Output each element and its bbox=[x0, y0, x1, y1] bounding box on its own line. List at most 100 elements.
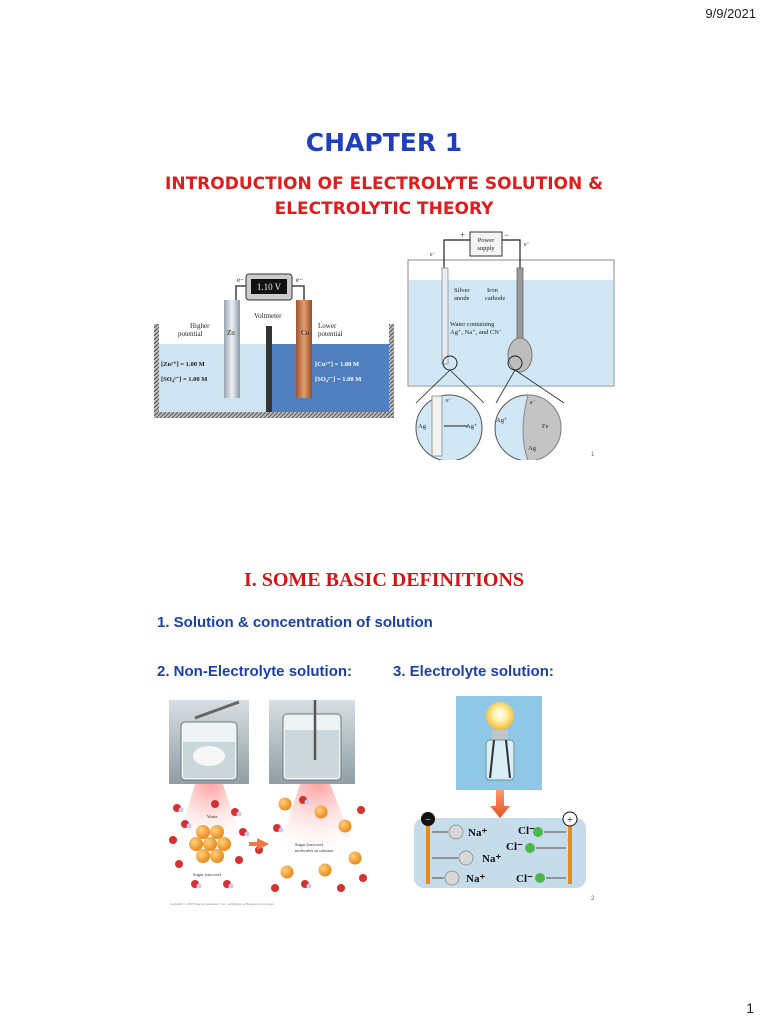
lower-potential-line-1: Lower bbox=[318, 322, 337, 330]
lower-potential-line-2: potential bbox=[318, 330, 343, 338]
zn-electrode bbox=[224, 300, 240, 398]
cu-concentration: [Cu²⁺] = 1.00 M bbox=[315, 361, 359, 368]
definition-3: 3. Electrolyte solution: bbox=[393, 663, 554, 680]
na-label-1: Na⁺ bbox=[468, 827, 487, 839]
water-molecules-right bbox=[271, 796, 367, 892]
inset-left-agplus: Ag⁺ bbox=[466, 423, 478, 430]
galvanic-cell-figure: 1.10 V e− e− Voltmeter Higher potential … bbox=[154, 273, 394, 418]
slide-number-2: 2 bbox=[591, 896, 595, 902]
definition-2: 2. Non-Electrolyte solution: bbox=[157, 663, 353, 680]
iron-cathode bbox=[516, 267, 524, 341]
zoom-arrow-icon bbox=[490, 790, 510, 818]
inset-right-ag: Ag bbox=[528, 445, 537, 452]
minus-terminal: − bbox=[504, 230, 509, 240]
inset-left-electron: e⁻ bbox=[446, 398, 452, 404]
water-label-line-2: Ag⁺, Na⁺, and CN⁻ bbox=[450, 329, 503, 336]
cathode-wire bbox=[502, 239, 521, 268]
subtitle-line-1: INTRODUCTION OF ELECTROLYTE SOLUTION & bbox=[165, 174, 603, 194]
na-label-3: Na⁺ bbox=[466, 873, 485, 885]
molecules-label-line-1: Sugar (sucrose) bbox=[295, 842, 324, 847]
electron-left-label: e⁻ bbox=[430, 252, 436, 258]
zoom-line bbox=[449, 369, 485, 404]
page-number: 1 bbox=[746, 1000, 754, 1016]
sugar-label: Sugar (sucrose) bbox=[193, 872, 222, 877]
zoom-line bbox=[495, 369, 516, 404]
voltmeter-reading: 1.10 V bbox=[257, 282, 282, 292]
subtitle-line-2: ELECTROLYTIC THEORY bbox=[274, 199, 494, 219]
chapter-title: CHAPTER 1 bbox=[305, 128, 463, 157]
na-ion-3 bbox=[444, 870, 460, 886]
copyright-notice: Copyright © 2007 Pearson Education, Inc.… bbox=[170, 902, 274, 906]
cl-ion-1 bbox=[533, 827, 543, 837]
cu-solution bbox=[272, 344, 389, 412]
cl-label-2: Cl⁻ bbox=[506, 841, 523, 853]
so4-right-concentration: [SO₄²⁻] = 1.00 M bbox=[315, 376, 361, 383]
voltmeter-label: Voltmeter bbox=[254, 312, 282, 320]
chapter-subtitle: INTRODUCTION OF ELECTROLYTE SOLUTION & E… bbox=[0, 172, 768, 222]
slide-number-1: 1 bbox=[591, 452, 595, 458]
zn-concentration: [Zn²⁺] = 1.00 M bbox=[161, 361, 205, 368]
iron-label-line-2: cathode bbox=[485, 295, 505, 302]
cl-label-3: Cl⁻ bbox=[516, 873, 533, 885]
section-heading: I. SOME BASIC DEFINITIONS bbox=[243, 569, 525, 591]
zoom-beam-right bbox=[275, 784, 360, 860]
iron-label-line-1: Iron bbox=[487, 287, 499, 294]
cathode-inset-iron bbox=[522, 394, 562, 460]
electron-right-label: e⁻ bbox=[524, 242, 530, 248]
inset-right-electron: e⁻ bbox=[530, 400, 536, 406]
power-supply-line-2: supply bbox=[477, 245, 495, 252]
sugar-solution-figure: Water Sugar (sucrose) Sugar (sucrose) mo… bbox=[169, 700, 367, 892]
na-ion-2 bbox=[458, 850, 474, 866]
cu-electrode bbox=[296, 300, 312, 398]
voltmeter-display bbox=[251, 279, 287, 294]
negative-electrode bbox=[426, 824, 430, 884]
power-supply-line-1: Power bbox=[478, 237, 495, 244]
positive-electrode bbox=[568, 824, 572, 884]
higher-potential-line-2: potential bbox=[178, 330, 203, 338]
beaker-right-water bbox=[285, 730, 339, 778]
dissolve-arrow-icon bbox=[257, 838, 269, 850]
electron-right-label: e− bbox=[296, 276, 303, 284]
higher-potential-line-1: Higher bbox=[190, 322, 210, 330]
water-label: Water bbox=[207, 814, 218, 819]
negative-terminal-sign: − bbox=[425, 815, 431, 826]
silver-label-line-1: Silver bbox=[454, 287, 470, 294]
na-label-2: Na⁺ bbox=[482, 853, 501, 865]
zn-label: Zn bbox=[227, 329, 235, 337]
molecules-label-line-2: molecules in solution bbox=[295, 848, 334, 853]
cl-label-1: Cl⁻ bbox=[518, 825, 535, 837]
plus-terminal: + bbox=[460, 230, 465, 240]
photo-electrode bbox=[505, 739, 511, 779]
anode-inset-electrode bbox=[431, 395, 443, 457]
inset-left-ag: Ag bbox=[418, 423, 427, 430]
so4-left-concentration: [SO₄²⁻] = 1.00 M bbox=[161, 376, 207, 383]
anode-wire bbox=[443, 239, 470, 268]
zoom-beam-left bbox=[175, 784, 245, 850]
electrolysis-cell-figure: Power supply + − e⁻ e⁻ Silver anode Iron… bbox=[407, 230, 615, 460]
inset-right-agplus: Ag⁺ bbox=[496, 417, 508, 424]
cl-ion-2 bbox=[525, 843, 535, 853]
cu-label: Cu bbox=[301, 329, 310, 337]
positive-terminal-sign: + bbox=[567, 815, 573, 826]
zn-solution bbox=[159, 344, 269, 412]
spoon-icon bbox=[194, 700, 240, 720]
bulb-socket bbox=[492, 730, 508, 740]
zoom-line bbox=[415, 369, 451, 404]
inset-right-fe: Fe bbox=[542, 423, 549, 430]
cathode-spoon bbox=[507, 337, 533, 373]
silver-label-line-2: anode bbox=[454, 295, 470, 302]
electron-left-label: e− bbox=[237, 276, 244, 284]
positive-terminal-icon bbox=[562, 811, 578, 827]
power-supply-box bbox=[469, 231, 503, 257]
dissolved-sugar-molecules bbox=[278, 797, 362, 879]
zoom-line bbox=[514, 369, 565, 404]
negative-terminal-icon bbox=[421, 812, 435, 826]
dissolve-arrow-shaft bbox=[249, 842, 257, 846]
salt-bridge-divider bbox=[266, 326, 272, 412]
na-ion-1 bbox=[448, 824, 464, 840]
electrolyte-figure: − + Na⁺ Na⁺ Na⁺ Cl⁻ Cl⁻ Cl⁻ bbox=[414, 696, 586, 888]
lightbulb-icon bbox=[486, 702, 514, 730]
water-molecules bbox=[169, 800, 263, 889]
photo-electrode bbox=[489, 739, 495, 779]
sugar-pile bbox=[193, 746, 225, 766]
